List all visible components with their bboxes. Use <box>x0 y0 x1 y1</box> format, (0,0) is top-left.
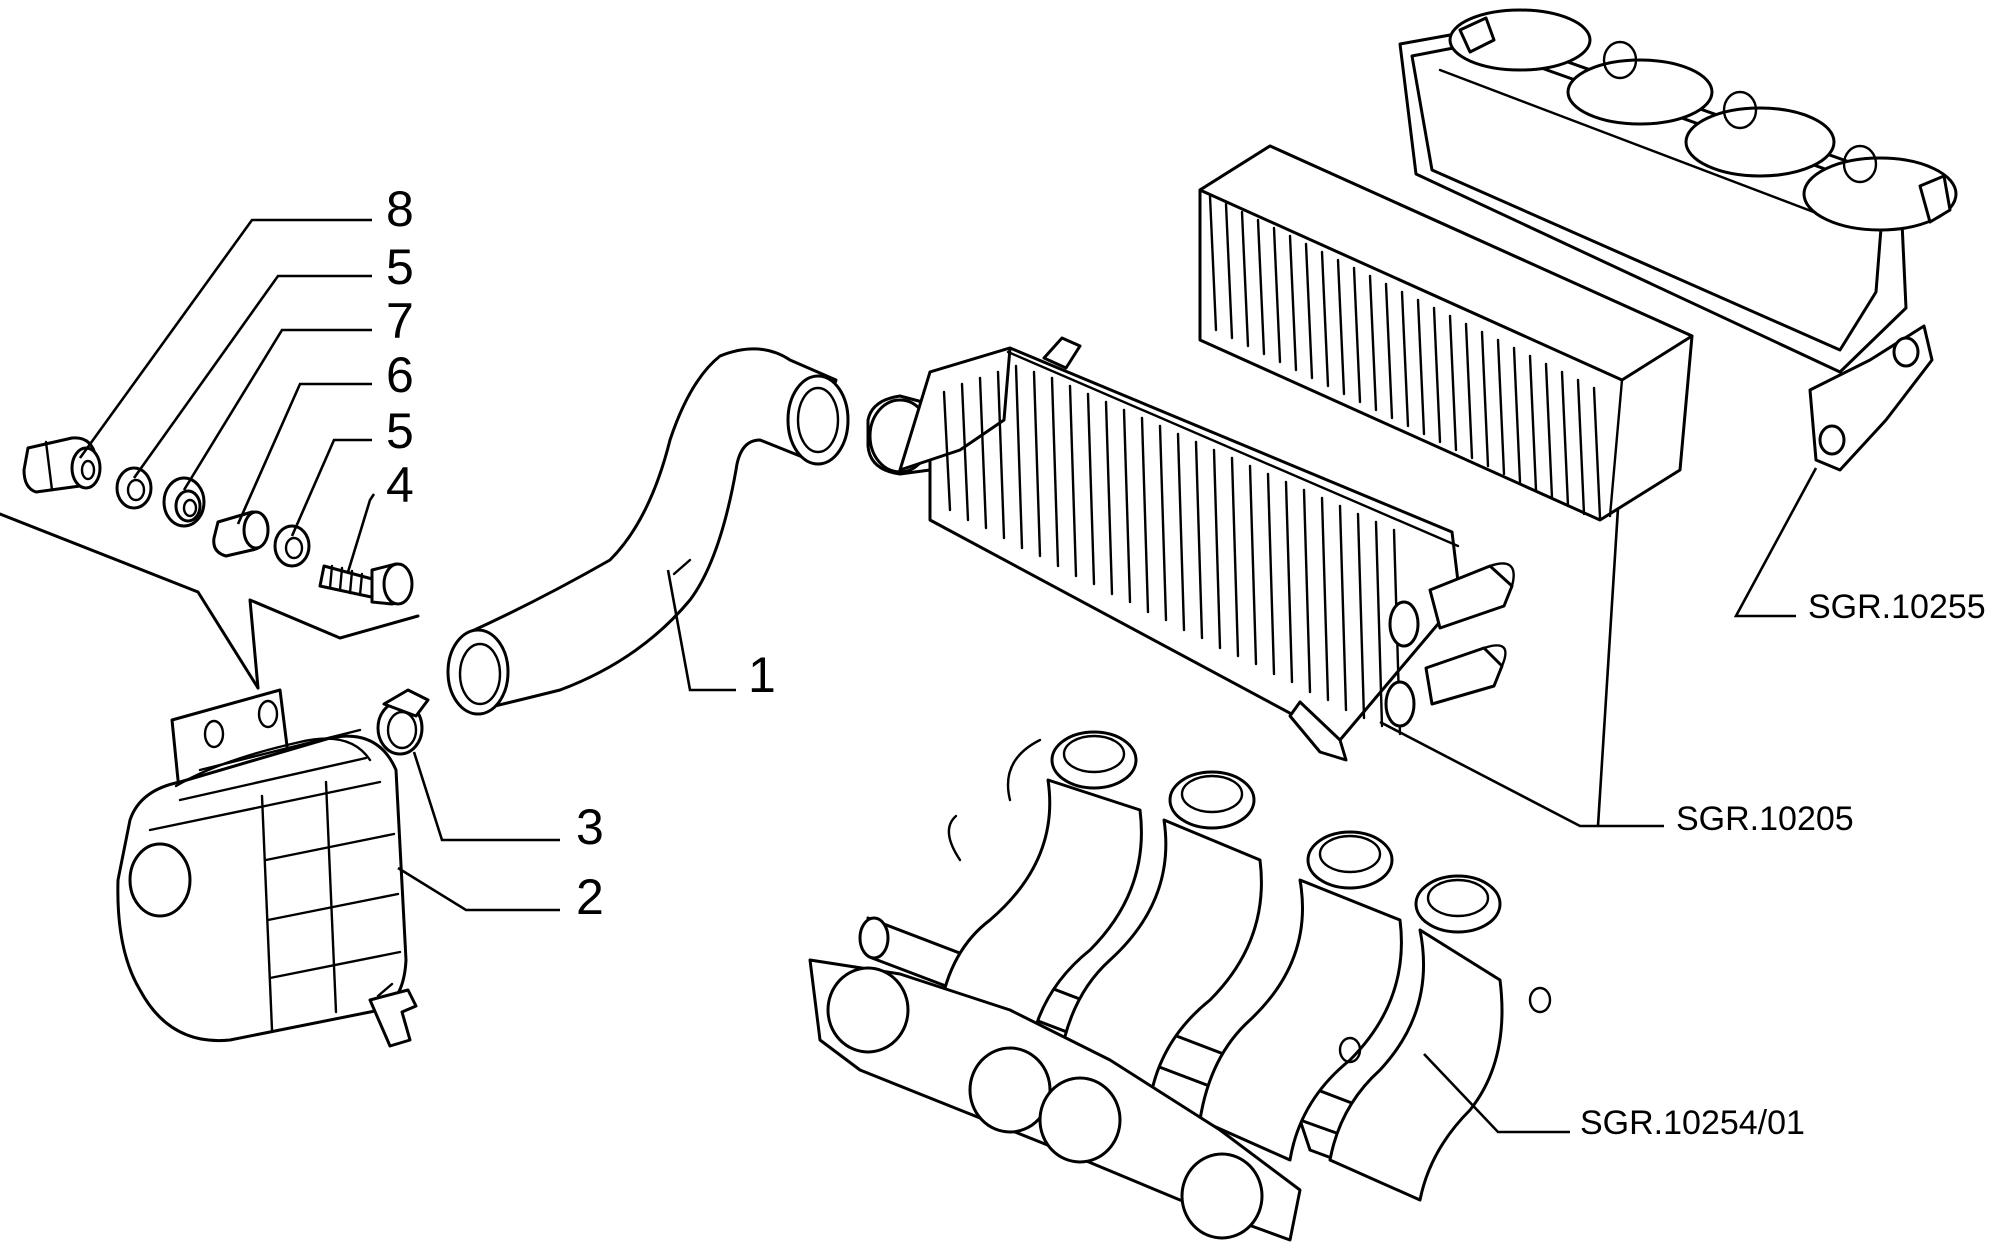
air-box-cover <box>1398 8 1958 472</box>
callout-2: 2 <box>576 869 604 925</box>
grommet-part-7 <box>162 476 206 528</box>
washer-part-5b <box>273 524 311 568</box>
hose-part-1 <box>446 347 850 716</box>
inset-frame-lines <box>0 512 420 690</box>
leader-sgr-10254 <box>1423 1053 1570 1134</box>
air-filter-housing <box>866 336 1515 762</box>
washer-part-5 <box>115 466 153 510</box>
callout-4: 4 <box>386 457 414 513</box>
leader-filter-down <box>1596 507 1620 827</box>
leader-1 <box>666 569 736 692</box>
leader-2 <box>397 866 560 912</box>
reference-air-filter-assembly: SGR.10205 <box>1676 800 1854 838</box>
bolt-part-4 <box>318 562 414 606</box>
spacer-part-6 <box>212 510 270 558</box>
leader-3 <box>412 751 560 842</box>
intake-manifold <box>808 730 1552 1242</box>
leader-sgr-10255 <box>1733 467 1818 618</box>
callout-3: 3 <box>576 799 604 855</box>
resonator-box-part-2 <box>116 688 418 1048</box>
reference-air-box-cover: SGR.10255 <box>1808 588 1986 626</box>
callout-5: 5 <box>386 239 414 295</box>
leader-lines-small-parts <box>78 218 376 573</box>
filter-element <box>1198 144 1694 522</box>
callout-5: 5 <box>386 403 414 459</box>
clamp-part-3 <box>376 688 430 756</box>
leader-sgr-10205 <box>1379 720 1664 828</box>
reference-intake-manifold: SGR.10254/01 <box>1580 1104 1805 1142</box>
callout-1: 1 <box>748 647 776 703</box>
callout-7: 7 <box>386 293 414 349</box>
callout-8: 8 <box>386 181 414 237</box>
callout-6: 6 <box>386 347 414 403</box>
